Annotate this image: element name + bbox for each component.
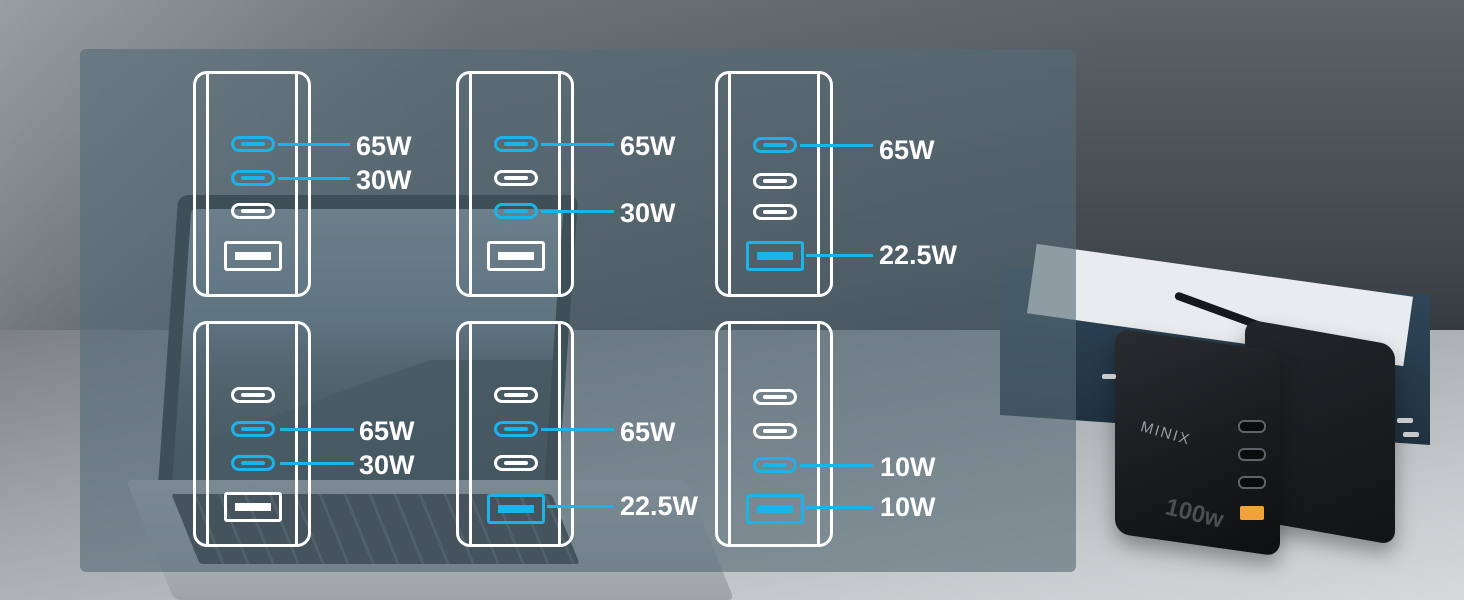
connector-line bbox=[541, 143, 614, 146]
plug-prong bbox=[1403, 432, 1419, 437]
port-wattage-label: 10W bbox=[880, 452, 936, 482]
usbc-port-1 bbox=[753, 389, 797, 405]
charger-outline bbox=[456, 321, 574, 547]
connector-line bbox=[541, 210, 614, 213]
charger-outline bbox=[715, 321, 833, 547]
port-wattage-label: 65W bbox=[359, 416, 415, 446]
connector-line bbox=[806, 506, 873, 509]
plug-prong bbox=[1397, 418, 1413, 423]
usbc-port-1 bbox=[231, 387, 275, 403]
usbc-port-1 bbox=[494, 387, 538, 403]
charger-usbc-port bbox=[1238, 448, 1266, 461]
usba-port bbox=[487, 241, 545, 271]
connector-line bbox=[280, 462, 354, 465]
connector-line bbox=[280, 428, 354, 431]
port-wattage-label: 22.5W bbox=[879, 240, 958, 270]
plug-prong bbox=[1102, 374, 1116, 379]
usbc-port-1 bbox=[753, 137, 797, 153]
port-wattage-label: 10W bbox=[880, 492, 936, 522]
usba-port bbox=[746, 241, 804, 271]
port-wattage-label: 65W bbox=[620, 417, 676, 447]
port-wattage-label: 22.5W bbox=[620, 491, 699, 521]
charger-usba-port bbox=[1240, 506, 1264, 520]
usbc-port-1 bbox=[231, 136, 275, 152]
usbc-port-3 bbox=[494, 203, 538, 219]
connector-line bbox=[547, 505, 614, 508]
usba-port bbox=[224, 241, 282, 271]
charger-outline bbox=[193, 71, 311, 297]
connector-line bbox=[278, 177, 350, 180]
usbc-port-3 bbox=[753, 457, 797, 473]
usba-port bbox=[224, 492, 282, 522]
usbc-port-1 bbox=[494, 136, 538, 152]
usbc-port-2 bbox=[231, 421, 275, 437]
port-wattage-label: 65W bbox=[356, 131, 412, 161]
connector-line bbox=[278, 143, 350, 146]
charger-usbc-port bbox=[1238, 476, 1266, 489]
port-wattage-label: 30W bbox=[359, 450, 415, 480]
usbc-port-3 bbox=[231, 203, 275, 219]
connector-line bbox=[806, 254, 873, 257]
port-wattage-label: 30W bbox=[620, 198, 676, 228]
charger-usbc-port bbox=[1238, 420, 1266, 433]
connector-line bbox=[800, 144, 873, 147]
usbc-port-2 bbox=[494, 421, 538, 437]
usbc-port-2 bbox=[753, 173, 797, 189]
connector-line bbox=[541, 428, 614, 431]
usbc-port-3 bbox=[231, 455, 275, 471]
port-wattage-label: 30W bbox=[356, 165, 412, 195]
charger-outline bbox=[715, 71, 833, 297]
usbc-port-2 bbox=[494, 170, 538, 186]
usbc-port-2 bbox=[231, 170, 275, 186]
port-wattage-label: 65W bbox=[620, 131, 676, 161]
charger-outline bbox=[456, 71, 574, 297]
usbc-port-3 bbox=[753, 204, 797, 220]
port-wattage-label: 65W bbox=[879, 135, 935, 165]
charger-outline bbox=[193, 321, 311, 547]
usba-port bbox=[746, 494, 804, 524]
usbc-port-3 bbox=[494, 455, 538, 471]
usbc-port-2 bbox=[753, 423, 797, 439]
usba-port bbox=[487, 494, 545, 524]
connector-line bbox=[800, 464, 873, 467]
